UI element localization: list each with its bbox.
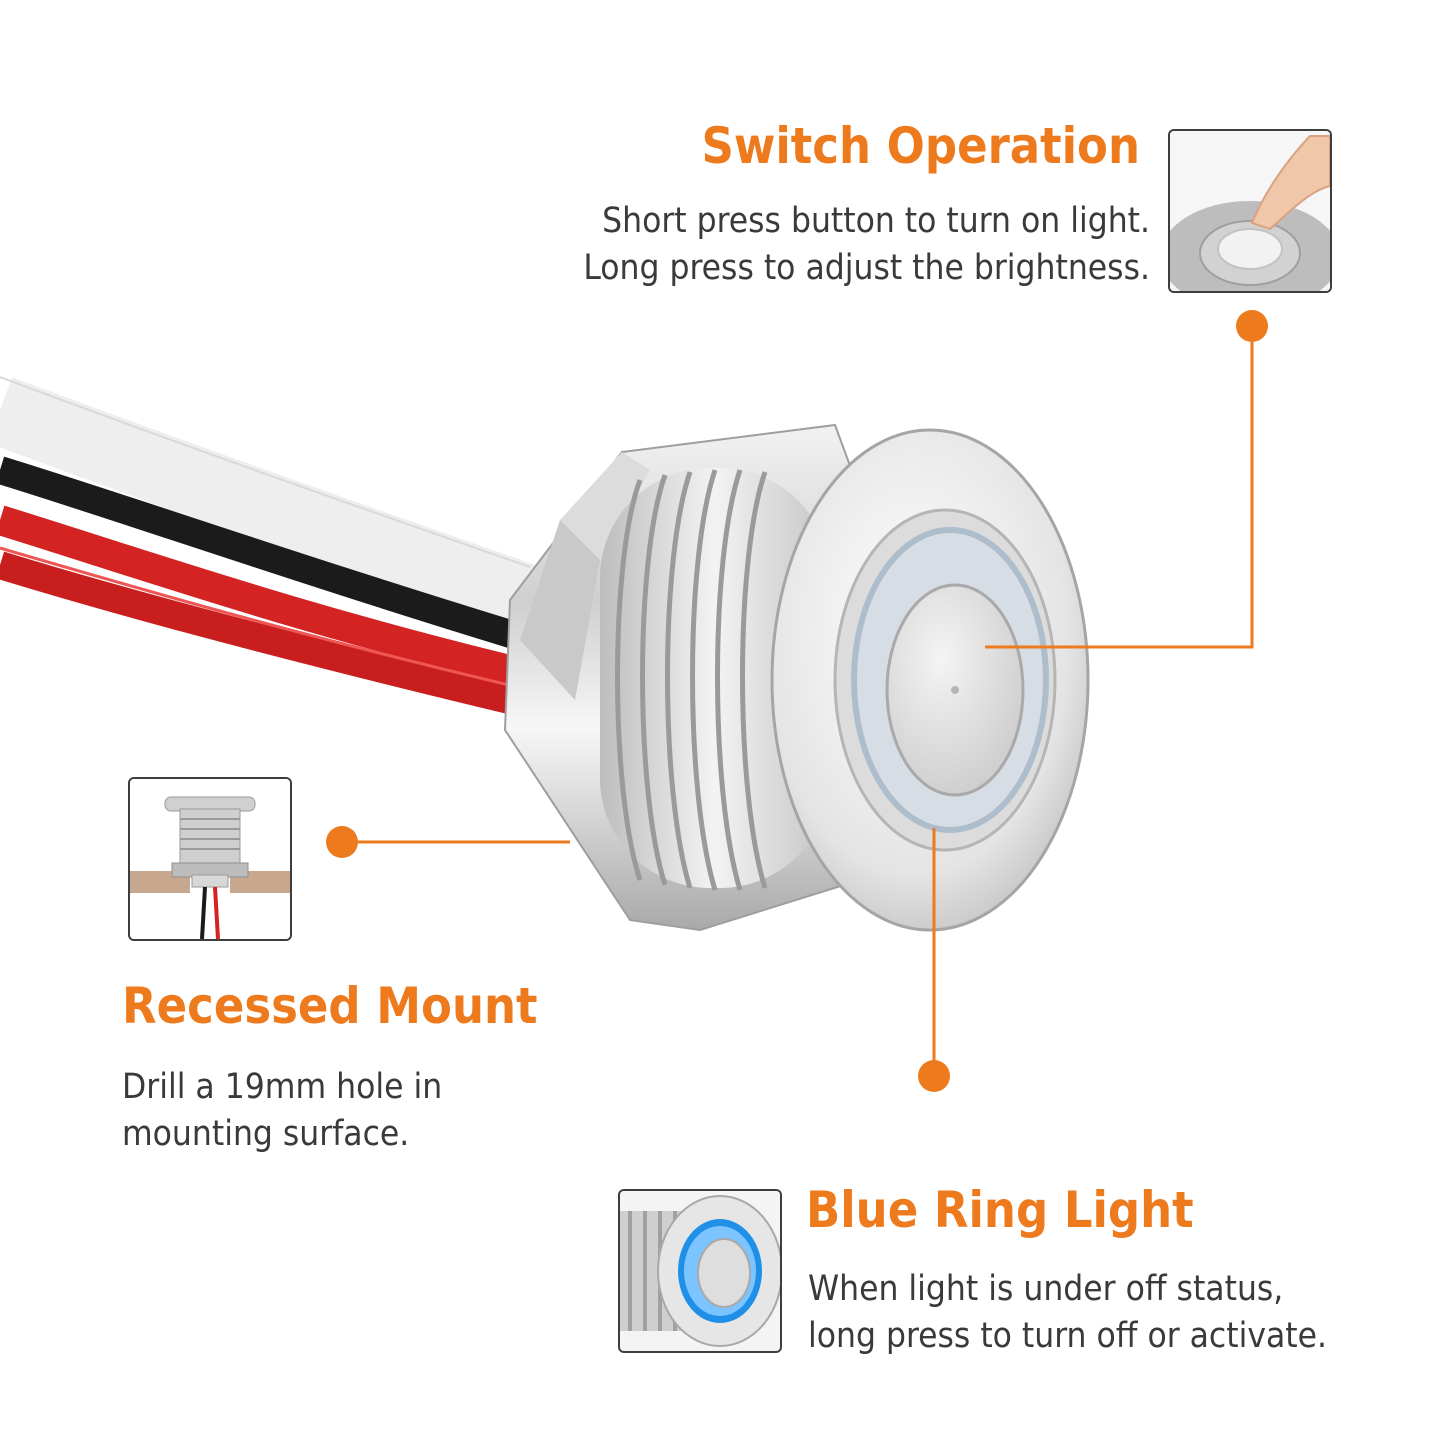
switch-operation-line-2: Long press to adjust the brightness. xyxy=(583,248,1150,288)
switch-operation-description: Short press button to turn on light. Lon… xyxy=(583,198,1150,292)
recessed-mount-title: Recessed Mount xyxy=(122,977,538,1035)
callout-connectors xyxy=(342,326,1254,1076)
callout-dot-switch xyxy=(1236,310,1268,342)
blue-ring-light-title: Blue Ring Light xyxy=(806,1181,1194,1239)
switch-operation-thumbnail xyxy=(1168,129,1332,293)
callout-dot-mount xyxy=(326,826,358,858)
recessed-mount-description: Drill a 19mm hole in mounting surface. xyxy=(122,1064,442,1158)
blue-ring-light-line-1: When light is under off status, xyxy=(808,1269,1284,1309)
callout-dot-ring xyxy=(918,1060,950,1092)
switch-operation-line-1: Short press button to turn on light. xyxy=(602,201,1150,241)
blue-ring-light-description: When light is under off status, long pre… xyxy=(808,1266,1327,1360)
blue-ring-light-thumbnail xyxy=(618,1189,782,1353)
finger-press-icon xyxy=(1170,131,1330,291)
recessed-mount-line-1: Drill a 19mm hole in xyxy=(122,1067,443,1107)
threaded-body xyxy=(600,468,830,891)
switch-operation-title: Switch Operation xyxy=(701,117,1140,175)
recessed-mount-line-2: mounting surface. xyxy=(122,1114,410,1154)
blue-ring-light-line-2: long press to turn off or activate. xyxy=(808,1316,1327,1356)
recessed-mount-icon xyxy=(130,779,290,939)
wire-bundle xyxy=(0,376,542,719)
recessed-mount-thumbnail xyxy=(128,777,292,941)
blue-ring-icon xyxy=(620,1191,780,1351)
